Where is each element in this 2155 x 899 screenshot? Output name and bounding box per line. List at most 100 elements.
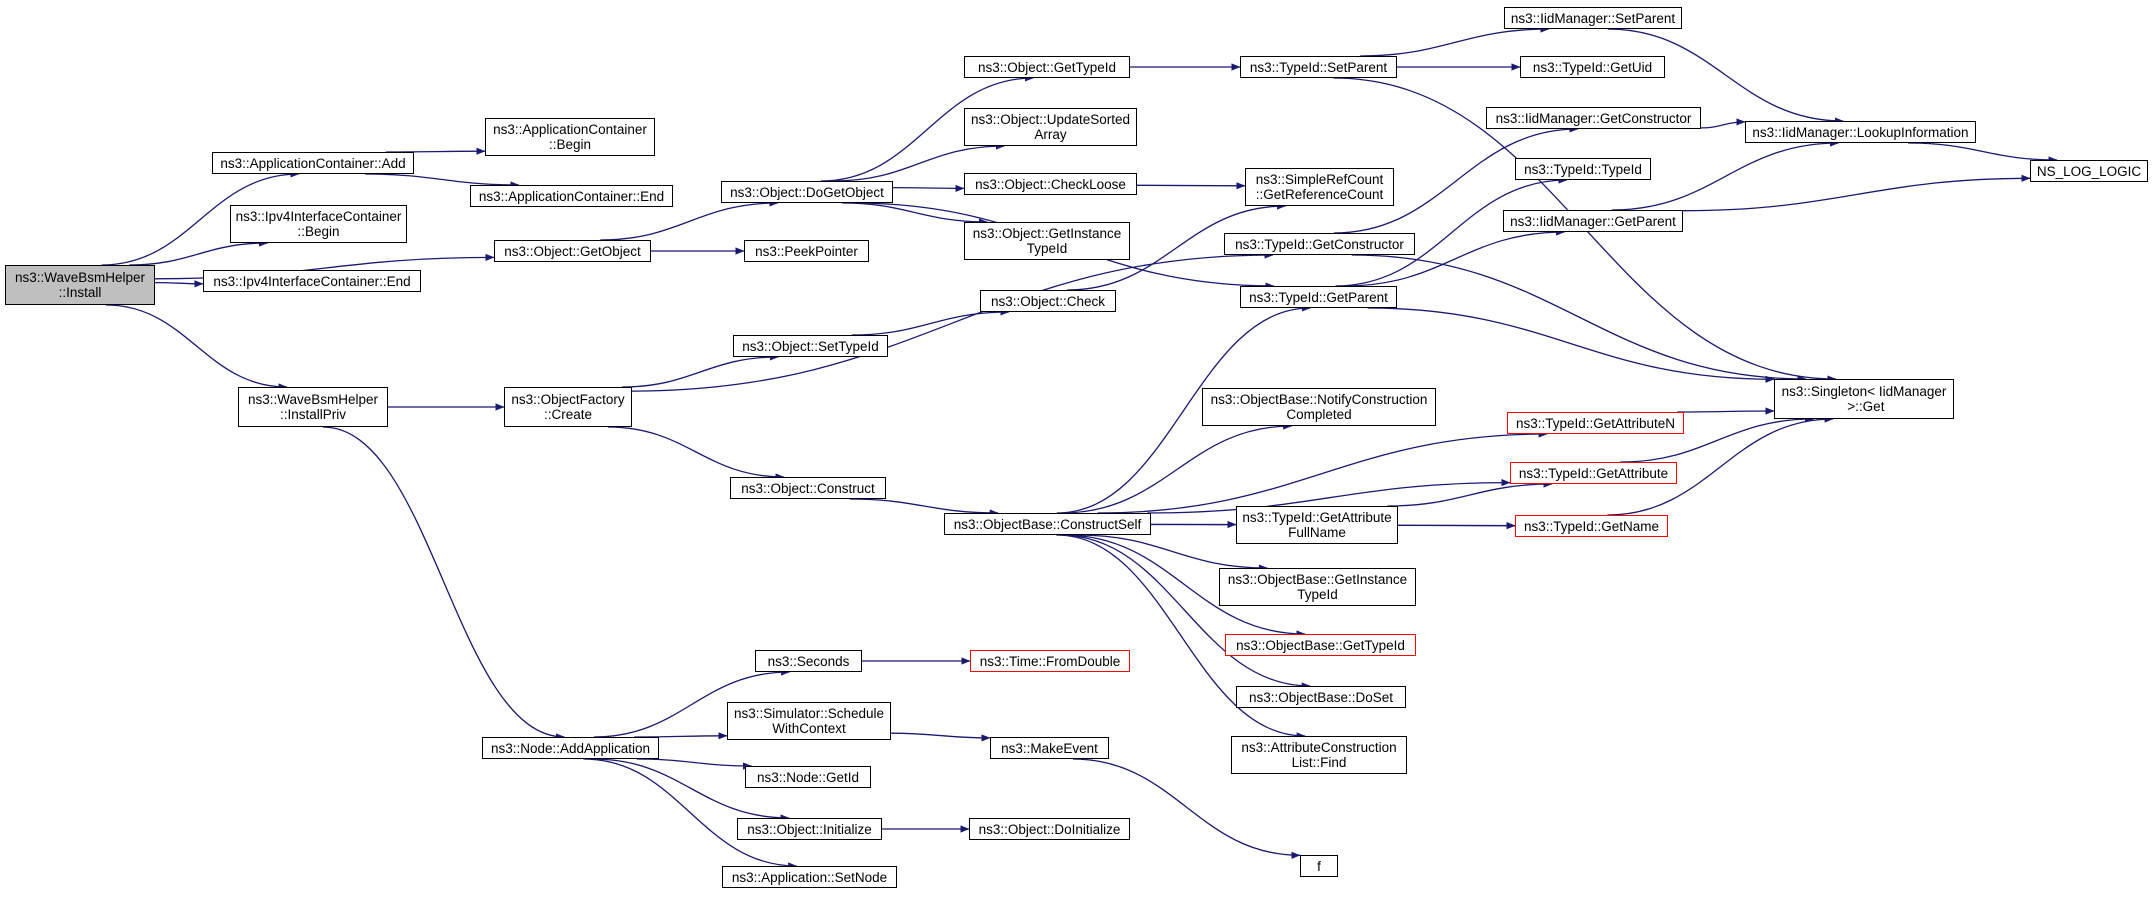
node-obj-dogetobject[interactable]: ns3::Object::DoGetObject (721, 181, 893, 203)
edge-obj-getobject-to-obj-dogetobject (600, 199, 779, 241)
edge-obj-dogetobject-to-obj-getinstancetypeid (842, 202, 988, 226)
edge-obj-settypeid-to-obj-check (851, 308, 1010, 336)
edge-iid-lookupinfo-to-ns-log-logic (1908, 142, 2058, 164)
node-label: ns3::TypeId::GetAttribute FullName (1242, 510, 1392, 540)
node-label: ns3::TypeId::GetAttribute (1518, 465, 1669, 481)
node-singleton-get[interactable]: ns3::Singleton< IidManager >::Get (1774, 379, 1954, 419)
node-label: ns3::TypeId::GetParent (1249, 289, 1388, 305)
node-typeid-getattrfullname[interactable]: ns3::TypeId::GetAttribute FullName (1236, 506, 1398, 544)
node-obj-initialize[interactable]: ns3::Object::Initialize (737, 818, 882, 840)
edge-root-to-appc-add (101, 170, 300, 266)
node-obj-getinstancetypeid[interactable]: ns3::Object::GetInstance TypeId (964, 222, 1130, 260)
node-label: ns3::Object::UpdateSorted Array (970, 112, 1131, 142)
edge-node-addapp-to-app-setnode (583, 758, 798, 870)
node-iid-getparent[interactable]: ns3::IidManager::GetParent (1503, 210, 1683, 232)
edge-typeid-getparent-to-iid-getparent (1345, 228, 1566, 287)
node-sim-schedule[interactable]: ns3::Simulator::Schedule WithContext (727, 702, 891, 740)
node-seconds[interactable]: ns3::Seconds (755, 650, 862, 672)
node-label: ns3::Singleton< IidManager >::Get (1781, 384, 1947, 414)
edge-objbase-constructself-to-attrconstr-find (1056, 534, 1306, 740)
node-f[interactable]: f (1300, 855, 1338, 877)
node-label: ns3::ApplicationContainer::End (478, 188, 665, 204)
node-label: ns3::IidManager::GetConstructor (1495, 110, 1692, 126)
node-label: ns3::Object::Construct (741, 480, 875, 496)
edge-typeid-getconstructor-to-iid-getconstructor (1333, 125, 1579, 234)
node-label: ns3::ObjectBase::ConstructSelf (953, 516, 1142, 532)
node-typeid-getconstructor[interactable]: ns3::TypeId::GetConstructor (1224, 233, 1415, 255)
edge-iid-setparent-to-iid-lookupinfo (1607, 28, 1844, 125)
node-label: ns3::MakeEvent (1001, 740, 1098, 756)
node-iid-getconstructor[interactable]: ns3::IidManager::GetConstructor (1486, 107, 1701, 129)
node-attrconstr-find[interactable]: ns3::AttributeConstruction List::Find (1231, 736, 1407, 774)
node-ns-log-logic[interactable]: NS_LOG_LOGIC (2030, 160, 2148, 182)
node-simplerefcount[interactable]: ns3::SimpleRefCount ::GetReferenceCount (1245, 168, 1394, 206)
node-typeid-getuid[interactable]: ns3::TypeId::GetUid (1520, 56, 1665, 78)
node-objbase-getinstancetypeid[interactable]: ns3::ObjectBase::GetInstance TypeId (1219, 568, 1416, 606)
node-label: NS_LOG_LOGIC (2036, 163, 2142, 179)
node-obj-updatesorted[interactable]: ns3::Object::UpdateSorted Array (964, 108, 1137, 146)
node-label: ns3::ObjectBase::NotifyConstruction Comp… (1210, 392, 1428, 422)
node-label: ns3::Object::GetInstance TypeId (972, 226, 1122, 256)
node-peekpointer[interactable]: ns3::PeekPointer (744, 240, 869, 262)
edge-makeevent-to-f (1072, 758, 1301, 859)
node-obj-doinitialize[interactable]: ns3::Object::DoInitialize (969, 818, 1130, 840)
node-root[interactable]: ns3::WaveBsmHelper ::Install (5, 265, 155, 305)
node-label: ns3::TypeId::GetAttributeN (1515, 415, 1676, 431)
node-label: ns3::TypeId::GetUid (1532, 59, 1653, 75)
node-obj-gettypeid[interactable]: ns3::Object::GetTypeId (964, 56, 1130, 78)
node-typeid-getname[interactable]: ns3::TypeId::GetName (1515, 515, 1668, 537)
edge-node-addapp-to-node-getid (636, 758, 752, 770)
node-objbase-gettypeid[interactable]: ns3::ObjectBase::GetTypeId (1225, 634, 1416, 656)
node-ipv4-begin[interactable]: ns3::Ipv4InterfaceContainer ::Begin (230, 205, 407, 243)
node-iid-setparent[interactable]: ns3::IidManager::SetParent (1504, 7, 1682, 29)
node-objbase-notify[interactable]: ns3::ObjectBase::NotifyConstruction Comp… (1202, 388, 1436, 426)
node-label: ns3::Ipv4InterfaceContainer ::Begin (235, 209, 402, 239)
node-label: ns3::Time::FromDouble (979, 653, 1121, 669)
node-typeid-getattributen[interactable]: ns3::TypeId::GetAttributeN (1507, 412, 1684, 434)
node-label: ns3::Object::GetTypeId (977, 59, 1117, 75)
node-time-fromdouble[interactable]: ns3::Time::FromDouble (970, 650, 1130, 672)
edge-node-addapp-to-seconds (593, 668, 791, 738)
node-iid-lookupinfo[interactable]: ns3::IidManager::LookupInformation (1745, 121, 1976, 143)
edge-node-addapp-to-sim-schedule (634, 732, 728, 740)
edge-node-addapp-to-obj-initialize (593, 758, 790, 822)
edge-objbase-constructself-to-objbase-getinstancetypeid (1077, 534, 1268, 572)
node-typeid-typeid[interactable]: ns3::TypeId::TypeId (1515, 158, 1651, 180)
node-typeid-setparent[interactable]: ns3::TypeId::SetParent (1240, 56, 1397, 78)
node-typeid-getattribute[interactable]: ns3::TypeId::GetAttribute (1510, 462, 1677, 484)
node-label: ns3::TypeId::TypeId (1524, 161, 1642, 177)
edge-objfactory-create-to-obj-settypeid (622, 353, 779, 388)
node-label: ns3::Object::GetObject (504, 243, 641, 259)
node-label: ns3::ObjectBase::GetInstance TypeId (1227, 572, 1408, 602)
node-objbase-constructself[interactable]: ns3::ObjectBase::ConstructSelf (944, 513, 1151, 535)
node-obj-getobject[interactable]: ns3::Object::GetObject (494, 240, 651, 262)
node-label: ns3::ObjectBase::DoSet (1248, 689, 1394, 705)
node-app-setnode[interactable]: ns3::Application::SetNode (722, 866, 897, 888)
edge-iid-getconstructor-to-iid-lookupinfo (1700, 118, 1746, 129)
node-appc-end[interactable]: ns3::ApplicationContainer::End (470, 185, 673, 207)
node-appc-begin[interactable]: ns3::ApplicationContainer ::Begin (485, 118, 655, 156)
node-appc-add[interactable]: ns3::ApplicationContainer::Add (212, 152, 414, 174)
edge-objfactory-create-to-typeid-getconstructor (631, 251, 1274, 392)
node-obj-construct[interactable]: ns3::Object::Construct (730, 477, 886, 499)
node-wbh-installpriv[interactable]: ns3::WaveBsmHelper ::InstallPriv (238, 387, 388, 427)
edge-obj-check-to-simplerefcount (1066, 202, 1287, 291)
node-obj-settypeid[interactable]: ns3::Object::SetTypeId (733, 335, 888, 357)
node-node-getid[interactable]: ns3::Node::GetId (745, 766, 871, 788)
node-makeevent[interactable]: ns3::MakeEvent (990, 737, 1109, 759)
node-label: ns3::Application::SetNode (731, 869, 888, 885)
edge-typeid-getattrfullname-to-typeid-getattribute (1387, 480, 1553, 507)
node-objfactory-create[interactable]: ns3::ObjectFactory ::Create (504, 387, 632, 427)
node-objbase-doset[interactable]: ns3::ObjectBase::DoSet (1236, 686, 1406, 708)
node-label: ns3::Object::DoInitialize (978, 821, 1121, 837)
node-node-addapp[interactable]: ns3::Node::AddApplication (482, 737, 659, 759)
node-ipv4-end[interactable]: ns3::Ipv4InterfaceContainer::End (203, 270, 421, 292)
node-obj-checkloose[interactable]: ns3::Object::CheckLoose (964, 173, 1137, 195)
edge-root-to-wbh-installpriv (105, 304, 288, 391)
edge-wbh-installpriv-to-node-addapp (322, 426, 566, 741)
node-obj-check[interactable]: ns3::Object::Check (980, 290, 1116, 312)
edge-root-to-ipv4-begin (129, 239, 269, 266)
edge-typeid-setparent-to-iid-setparent (1360, 25, 1550, 57)
node-typeid-getparent[interactable]: ns3::TypeId::GetParent (1240, 286, 1397, 308)
edge-objfactory-create-to-obj-construct (607, 426, 785, 481)
